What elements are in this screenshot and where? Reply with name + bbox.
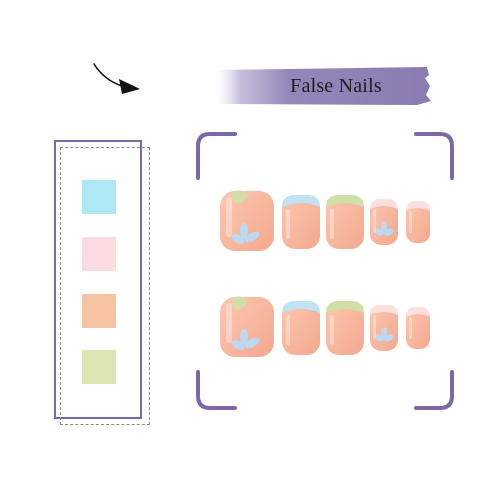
page-title: False Nails bbox=[290, 74, 382, 97]
title-banner bbox=[213, 67, 431, 105]
frame-corner-top-left bbox=[196, 132, 237, 180]
swatch-blue bbox=[82, 180, 116, 214]
swatch-pink bbox=[82, 237, 116, 271]
palette-frame bbox=[54, 140, 142, 419]
nail-row-bottom bbox=[220, 296, 430, 357]
frame-corner-bottom-left bbox=[196, 370, 237, 410]
nail-set-illustration bbox=[220, 190, 430, 357]
frame-corner-top-right bbox=[414, 132, 454, 180]
palette-dashed-frame bbox=[60, 147, 150, 425]
nail-row-top bbox=[220, 190, 430, 251]
swatch-green bbox=[82, 350, 116, 384]
swatch-peach bbox=[82, 294, 116, 328]
frame-corner-bottom-right bbox=[414, 370, 454, 410]
curved-arrow-icon bbox=[93, 63, 140, 94]
nail-display-frame bbox=[196, 132, 454, 410]
